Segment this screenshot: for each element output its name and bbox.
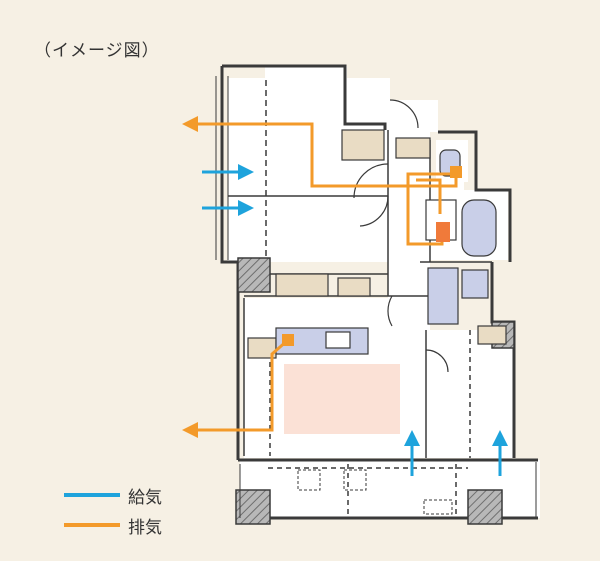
bedroom-floor — [228, 78, 390, 262]
square-vent-icon — [450, 166, 462, 178]
cabinets — [247, 129, 507, 359]
wall-outline-top — [222, 64, 387, 130]
supply-arrow-right-icon — [238, 164, 254, 180]
balcony-furniture — [297, 469, 453, 515]
exhaust-arrow-left-icon — [182, 116, 198, 132]
washbasin — [427, 267, 459, 325]
square-vent-icon — [436, 222, 450, 242]
legend-item-supply: 給気 — [64, 480, 162, 510]
exhaust-route-bath-loop — [416, 178, 442, 214]
bedroom-floor-upper — [265, 66, 347, 80]
dining-rug — [284, 364, 400, 434]
legend-swatch-exhaust — [64, 523, 120, 527]
supply-arrow-up-icon — [492, 430, 508, 446]
exhaust-route-bedroom — [196, 122, 458, 188]
supply-arrow-right-icon — [238, 200, 254, 216]
pillars — [235, 257, 515, 525]
legend-label-exhaust: 排気 — [128, 517, 162, 538]
exhaust-route-kitchen — [196, 338, 289, 432]
legend-item-exhaust: 排気 — [64, 510, 162, 540]
doors — [353, 99, 449, 373]
pillar-mid-left — [237, 257, 271, 293]
diagram-caption: （イメージ図） — [34, 41, 160, 61]
legend-label-supply: 給気 — [128, 487, 162, 508]
windows — [215, 76, 537, 518]
bathtub — [461, 199, 497, 257]
partitions — [228, 80, 492, 516]
wall-outline-right — [438, 130, 512, 262]
legend-swatch-supply — [64, 493, 120, 497]
supply-arrow-up-icon — [404, 430, 420, 446]
legend: 給気 排気 — [64, 480, 162, 540]
pillar-bottom-left — [235, 489, 271, 525]
square-vent-icon — [282, 334, 294, 346]
exhaust-arrow-left-icon — [182, 422, 198, 438]
entrance-floor — [388, 100, 438, 132]
shoe-closet — [461, 269, 489, 299]
pillar-bottom-right — [467, 489, 503, 525]
supply-arrows — [202, 164, 508, 476]
exhaust-vents — [282, 166, 462, 346]
exhaust-arrowheads — [182, 116, 198, 438]
kitchen-sink — [325, 331, 351, 349]
wall-outline-left — [220, 66, 238, 264]
